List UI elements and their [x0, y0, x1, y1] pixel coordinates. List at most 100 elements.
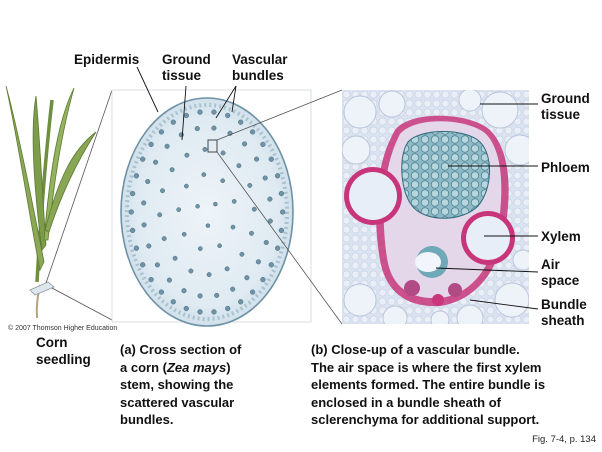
- vascular-bundle-dot: [249, 230, 254, 236]
- label-ground-tissue-right: Ground tissue: [541, 91, 590, 123]
- vascular-bundle-dot: [249, 129, 256, 135]
- vascular-bundle-dot: [164, 143, 170, 149]
- vascular-bundle-dot: [267, 196, 273, 202]
- vascular-bundle-dot: [274, 245, 281, 251]
- zoom-line: [216, 89, 343, 141]
- vascular-bundle-dot: [176, 207, 182, 212]
- vascular-bundle-dot: [255, 259, 261, 265]
- label-xylem: Xylem: [541, 229, 581, 244]
- vascular-bundle-dot: [205, 223, 211, 228]
- vascular-bundle-dot: [133, 245, 140, 251]
- vascular-bundle-dot: [148, 276, 154, 283]
- vascular-bundle-dot: [239, 251, 245, 257]
- vascular-bundle-dot: [194, 126, 200, 132]
- vascular-bundle-dot: [170, 119, 176, 125]
- vascular-bundle-dot: [238, 299, 244, 305]
- vascular-bundle-dot: [129, 227, 136, 234]
- vascular-bundle-dot: [166, 277, 172, 283]
- vascular-bundle-dot: [214, 292, 220, 298]
- caption-a: (a) Cross section of a corn (Zea mays) s…: [120, 341, 241, 429]
- vascular-bundle-dot: [153, 159, 159, 165]
- vascular-bundle-dot: [260, 141, 266, 148]
- vascular-bundle-dot: [230, 286, 236, 292]
- caption-line: enclosed in a bundle sheath of: [311, 394, 501, 410]
- label-line: bundles: [232, 68, 284, 83]
- vascular-bundle-dot: [225, 112, 231, 119]
- vascular-bundle-dot: [268, 262, 274, 268]
- vascular-bundle-dot: [197, 309, 203, 315]
- vascular-bundle-dot: [211, 125, 217, 131]
- vascular-bundle-dot: [145, 178, 151, 185]
- vascular-bundle-dot: [262, 175, 268, 181]
- caption-b: (b) Close-up of a vascular bundle. The a…: [311, 341, 545, 429]
- vascular-bundle-dot: [201, 172, 207, 177]
- corn-seedling-illustration: [5, 85, 97, 319]
- vascular-bundle-dot: [169, 167, 175, 173]
- caption-line: The air space is where the first xylem: [311, 359, 542, 375]
- vascular-bundle-dot: [280, 209, 286, 215]
- label-air-space: Air space: [541, 257, 579, 289]
- vascular-bundle-dot: [197, 109, 203, 115]
- vascular-bundle-dot: [242, 141, 248, 147]
- vascular-bundle-dot: [188, 268, 194, 274]
- vascular-bundle-dot: [254, 156, 260, 162]
- vascular-bundle-dot: [274, 173, 281, 179]
- caption-line: bundles.: [120, 412, 174, 427]
- label-vascular-bundles: Vascular bundles: [232, 52, 288, 84]
- label-epidermis: Epidermis: [74, 52, 140, 67]
- vascular-bundle-dot: [247, 182, 253, 188]
- vascular-bundle-dot: [157, 212, 163, 218]
- zoom-line: [51, 287, 113, 321]
- vascular-bundle-dot: [140, 262, 146, 268]
- stem-cross-section: [120, 97, 294, 327]
- label-line: sheath: [541, 313, 585, 328]
- copyright-text: © 2007 Thomson Higher Education: [8, 325, 118, 332]
- vascular-bundle-dot: [268, 156, 274, 162]
- vascular-bundle-dot: [161, 236, 167, 242]
- label-bundle-sheath: Bundle sheath: [541, 297, 587, 329]
- caption-line: (b) Close-up of a vascular bundle.: [311, 342, 520, 357]
- label-line: seedling: [36, 352, 91, 367]
- vascular-bundle-dot: [236, 163, 242, 169]
- figure-reference: Fig. 7-4, p. 134: [532, 434, 596, 445]
- vascular-bundle-dot: [146, 243, 152, 249]
- zoom-box: [207, 139, 218, 153]
- vascular-bundle-dot: [249, 289, 256, 295]
- caption-line: stem, showing the: [120, 377, 234, 392]
- leader-lines: [136, 66, 539, 310]
- vascular-bundle-dot: [238, 119, 244, 125]
- label-phloem: Phloem: [541, 160, 590, 175]
- vascular-bundle-dot: [140, 156, 146, 162]
- label-line: tissue: [162, 68, 202, 83]
- vascular-bundle-dot: [278, 190, 285, 197]
- vascular-bundle-dot: [160, 188, 165, 194]
- vascular-bundle-dot: [129, 190, 136, 197]
- vascular-bundle-dot: [197, 246, 203, 251]
- vascular-bundle-dot: [213, 201, 218, 207]
- vascular-bundle-dot: [267, 218, 273, 224]
- vascular-bundle-dot: [141, 200, 147, 206]
- zoom-line: [45, 89, 113, 284]
- vascular-bundle-dot: [278, 227, 285, 234]
- vascular-bundle-dot: [224, 266, 230, 272]
- label-line: Air: [541, 257, 560, 272]
- vascular-bundle-dot: [141, 222, 147, 228]
- vascular-bundle-dot: [251, 206, 257, 212]
- vascular-bundle-dot: [195, 204, 200, 209]
- vascular-bundle-dot: [181, 288, 187, 294]
- label-line: Corn: [36, 335, 68, 350]
- vascular-bundle-dot: [183, 112, 189, 119]
- label-line: Ground: [162, 52, 211, 67]
- vascular-bundle-dot: [225, 305, 231, 312]
- vascular-bundle-dot: [148, 141, 154, 148]
- label-line: Vascular: [232, 52, 288, 67]
- vascular-bundle-dot: [181, 231, 187, 237]
- vascular-bundle-dot: [170, 299, 176, 305]
- label-line: Bundle: [541, 297, 587, 312]
- vascular-bundle-dot: [183, 305, 189, 312]
- vascular-bundle-dot: [197, 293, 203, 299]
- vascular-bundle-dot: [263, 239, 269, 246]
- caption-line: elements formed. The entire bundle is: [311, 377, 546, 392]
- vascular-bundle-dot: [211, 309, 217, 315]
- label-line: Ground: [541, 91, 590, 106]
